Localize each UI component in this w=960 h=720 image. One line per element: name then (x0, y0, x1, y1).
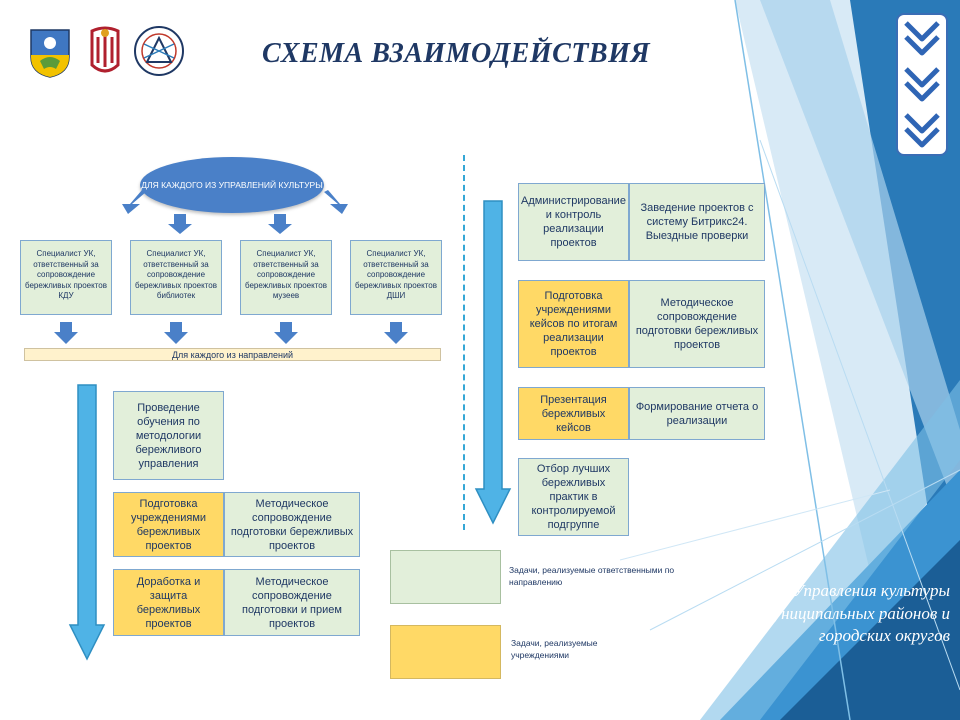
method-support-box-2: Методическое сопровождение подготовки и … (224, 569, 360, 636)
legend-green-label: Задачи, реализуемые ответственными по на… (509, 565, 675, 587)
distribution-arrows (122, 190, 348, 234)
specialist-libraries: Специалист УК, ответственный за сопровож… (130, 240, 222, 315)
divider-line (463, 155, 465, 530)
specialist-down-arrows (54, 322, 408, 344)
prep-projects-box: Подготовка учреждениями бережливых проек… (113, 492, 224, 557)
legend-green-swatch (390, 550, 501, 604)
specialist-kdu: Специалист УК, ответственный за сопровож… (20, 240, 112, 315)
chevron-down-icon (904, 21, 940, 148)
present-cases-box: Презентация бережливых кейсов (518, 387, 629, 440)
legend-yellow-swatch (390, 625, 501, 679)
training-box: Проведение обучения по методологии береж… (113, 391, 224, 480)
specialist-museums: Специалист УК, ответственный за сопровож… (240, 240, 332, 315)
finalize-projects-box: Доработка и защита бережливых проектов (113, 569, 224, 636)
report-box: Формирование отчета о реализации (629, 387, 765, 440)
prep-cases-box: Подготовка учреждениями кейсов по итогам… (518, 280, 629, 368)
admin-control-box: Администрирование и контроль реализации … (518, 183, 629, 261)
bitrix-box: Заведение проектов с систему Битрикс24. … (629, 183, 765, 261)
departments-caption: Управления культуры муниципальных районо… (762, 581, 950, 645)
each-direction-strip: Для каждого из направлений (24, 348, 441, 361)
top-node: ДЛЯ КАЖДОГО ИЗ УПРАВЛЕНИЙ КУЛЬТУРЫ (140, 157, 324, 213)
best-practices-box: Отбор лучших бережливых практик в контро… (518, 458, 629, 536)
specialist-dshi: Специалист УК, ответственный за сопровож… (350, 240, 442, 315)
legend-yellow-label: Задачи, реализуемые учреждениями (511, 638, 598, 660)
theater-emblem-icon (90, 26, 120, 73)
culture-emblem-icon (134, 26, 184, 76)
method-support-box-1: Методическое сопровождение подготовки бе… (224, 492, 360, 557)
nav-down-button[interactable] (896, 13, 948, 156)
coat-of-arms-icon (30, 29, 70, 78)
right-flow-arrow (474, 200, 512, 525)
left-flow-arrow (68, 384, 106, 661)
page-title: СХЕМА ВЗАИМОДЕЙСТВИЯ (262, 38, 651, 69)
method-support-box-3: Методическое сопровождение подготовки бе… (629, 280, 765, 368)
